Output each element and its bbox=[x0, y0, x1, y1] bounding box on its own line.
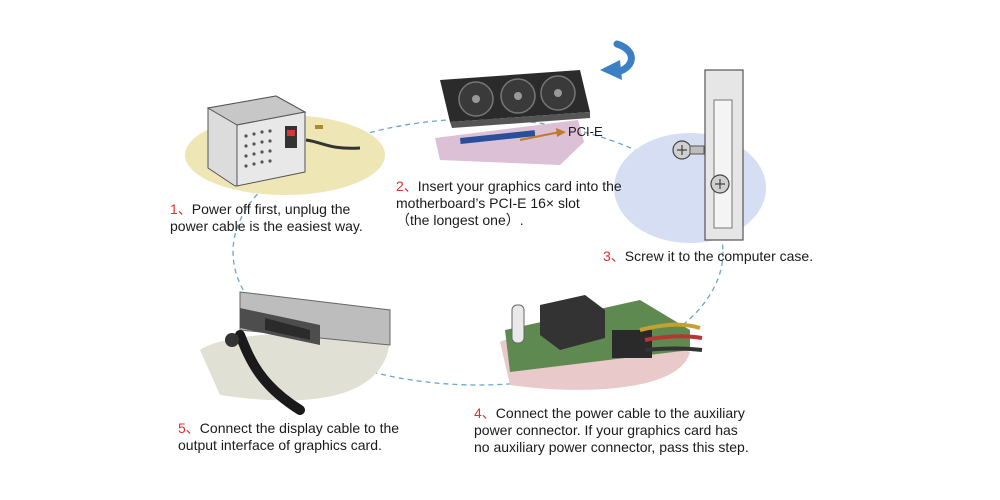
step-text: Connect the power cable to the auxiliary bbox=[495, 405, 745, 421]
step-3-caption: 3、Screw it to the computer case. bbox=[603, 248, 813, 265]
step-text: （the longest one）. bbox=[396, 212, 524, 228]
step-text: output interface of graphics card. bbox=[178, 437, 382, 453]
display-illustration bbox=[200, 291, 391, 415]
gpu-illustration: PCI-E bbox=[435, 70, 603, 165]
step-text: Power off first, unplug the bbox=[191, 201, 351, 217]
step-text: power cable is the easiest way. bbox=[170, 218, 363, 234]
step-number: 3、 bbox=[603, 248, 625, 264]
power-illustration bbox=[500, 295, 703, 390]
pcie-label: PCI-E bbox=[568, 124, 603, 139]
step-4-caption: 4、Connect the power cable to the auxilia… bbox=[474, 405, 749, 456]
step-text: motherboard’s PCI-E 16× slot bbox=[396, 195, 580, 211]
step-number: 5、 bbox=[178, 420, 200, 436]
step-number: 4、 bbox=[474, 405, 496, 421]
step-text: Connect the display cable to the bbox=[199, 420, 400, 436]
step-1-caption: 1、Power off first, unplug the power cabl… bbox=[170, 201, 363, 235]
step-5-caption: 5、Connect the display cable to the outpu… bbox=[178, 420, 399, 454]
step-number: 1、 bbox=[170, 201, 192, 217]
step-number: 2、 bbox=[396, 178, 418, 194]
step-text: Screw it to the computer case. bbox=[624, 248, 814, 264]
step-text: no auxiliary power connector, pass this … bbox=[474, 439, 749, 455]
psu-illustration bbox=[185, 95, 385, 195]
case-illustration bbox=[614, 69, 766, 243]
step-2-caption: 2、Insert your graphics card into the mot… bbox=[396, 178, 622, 229]
direction-arrow-icon bbox=[600, 40, 635, 80]
step-text: power connector. If your graphics card h… bbox=[474, 422, 738, 438]
gpu-backdrop bbox=[435, 120, 584, 165]
step-text: Insert your graphics card into the bbox=[417, 178, 622, 194]
